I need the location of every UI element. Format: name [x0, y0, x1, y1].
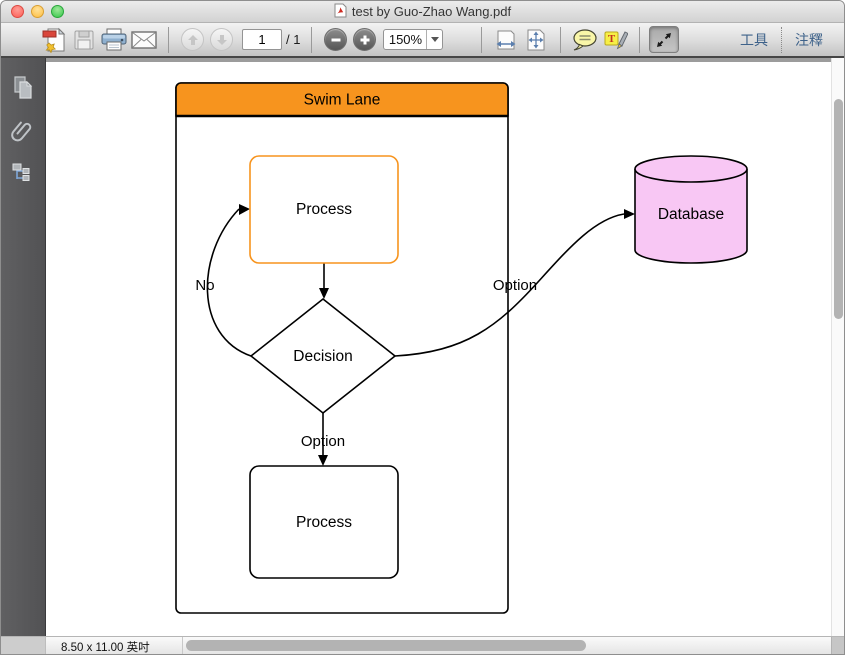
- title-bar: test by Guo-Zhao Wang.pdf: [1, 1, 844, 23]
- vertical-scrollbar[interactable]: [831, 58, 844, 636]
- chevron-down-icon: [430, 37, 439, 42]
- fit-page-button[interactable]: [521, 26, 551, 54]
- highlight-text-button[interactable]: T: [600, 26, 630, 54]
- document-page: Swim Lane Process Decision Process Datab…: [46, 58, 831, 636]
- status-bar-left-block: [1, 637, 46, 654]
- navigation-sidebar: [1, 58, 46, 636]
- save-button[interactable]: [69, 26, 99, 54]
- node-database-body: [634, 169, 748, 264]
- pasteboard-strip: [46, 58, 831, 62]
- zoom-dropdown-button[interactable]: [426, 30, 442, 49]
- status-bar: 8.50 x 11.00 英吋: [1, 636, 844, 654]
- page-thumbnails-icon[interactable]: [8, 74, 38, 102]
- edge-label-no: No: [195, 277, 214, 294]
- swimlane-header: [175, 82, 509, 117]
- zoom-level-select[interactable]: 150%: [383, 29, 444, 50]
- edge-label-option-database: Option: [493, 277, 537, 294]
- node-process-bottom: [249, 465, 399, 579]
- node-decision: [249, 297, 397, 415]
- toolbar-separator: [311, 26, 313, 53]
- arrowhead-icon: [319, 288, 329, 299]
- edge-no-loop: [206, 208, 252, 357]
- flowchart-canvas: Swim Lane Process Decision Process Datab…: [175, 82, 748, 614]
- attachments-icon[interactable]: [8, 117, 38, 145]
- swimlane-title: Swim Lane: [304, 92, 381, 109]
- comments-panel-button[interactable]: 注釋: [795, 31, 823, 48]
- previous-page-button[interactable]: [181, 28, 204, 51]
- reading-mode-button[interactable]: [649, 26, 680, 53]
- create-pdf-button[interactable]: [39, 26, 69, 54]
- toolbar-separator: [639, 26, 641, 53]
- zoom-out-button[interactable]: [324, 28, 348, 51]
- window-title: test by Guo-Zhao Wang.pdf: [351, 4, 512, 19]
- close-window-button[interactable]: [11, 5, 24, 18]
- fit-width-button[interactable]: [491, 26, 521, 54]
- page-number-input[interactable]: [242, 29, 282, 50]
- node-database-label: Database: [658, 206, 724, 223]
- toolbar-dotted-separator: [781, 26, 782, 53]
- status-bar-divider: [182, 637, 183, 654]
- email-button[interactable]: [129, 26, 159, 54]
- node-process-top: [249, 155, 399, 264]
- node-decision-label: Decision: [293, 348, 352, 365]
- svg-text:T: T: [608, 33, 616, 45]
- horizontal-scrollbar-thumb[interactable]: [186, 640, 586, 651]
- node-process-top-label: Process: [296, 201, 352, 218]
- arrowhead-icon: [239, 204, 250, 215]
- scrollbar-corner: [831, 637, 844, 654]
- open-button[interactable]: [9, 26, 39, 54]
- tools-panel-button[interactable]: 工具: [740, 31, 768, 48]
- toolbar: / 1 150%: [1, 23, 844, 58]
- next-page-button[interactable]: [210, 28, 233, 51]
- page-size-label: 8.50 x 11.00 英吋: [61, 642, 150, 654]
- print-button[interactable]: [99, 26, 129, 54]
- sticky-note-button[interactable]: [570, 26, 600, 54]
- arrowhead-icon: [624, 209, 635, 219]
- zoom-window-button[interactable]: [51, 5, 64, 18]
- toolbar-separator: [481, 26, 483, 53]
- toolbar-separator: [560, 26, 562, 53]
- node-process-bottom-label: Process: [296, 514, 352, 531]
- window-controls: [11, 5, 64, 18]
- toolbar-separator: [168, 26, 169, 53]
- minimize-window-button[interactable]: [31, 5, 44, 18]
- page-total-label: / 1: [286, 32, 301, 47]
- bookmarks-tree-icon[interactable]: [8, 160, 38, 188]
- vertical-scrollbar-thumb[interactable]: [834, 99, 843, 319]
- zoom-in-button[interactable]: [353, 28, 377, 51]
- edge-option-to-database: [394, 213, 625, 357]
- pdf-file-icon: [334, 3, 347, 21]
- zoom-level-value: 150%: [388, 32, 423, 47]
- edge-label-option-down: Option: [301, 433, 345, 450]
- arrowhead-icon: [318, 455, 328, 466]
- node-database-top: [634, 155, 748, 183]
